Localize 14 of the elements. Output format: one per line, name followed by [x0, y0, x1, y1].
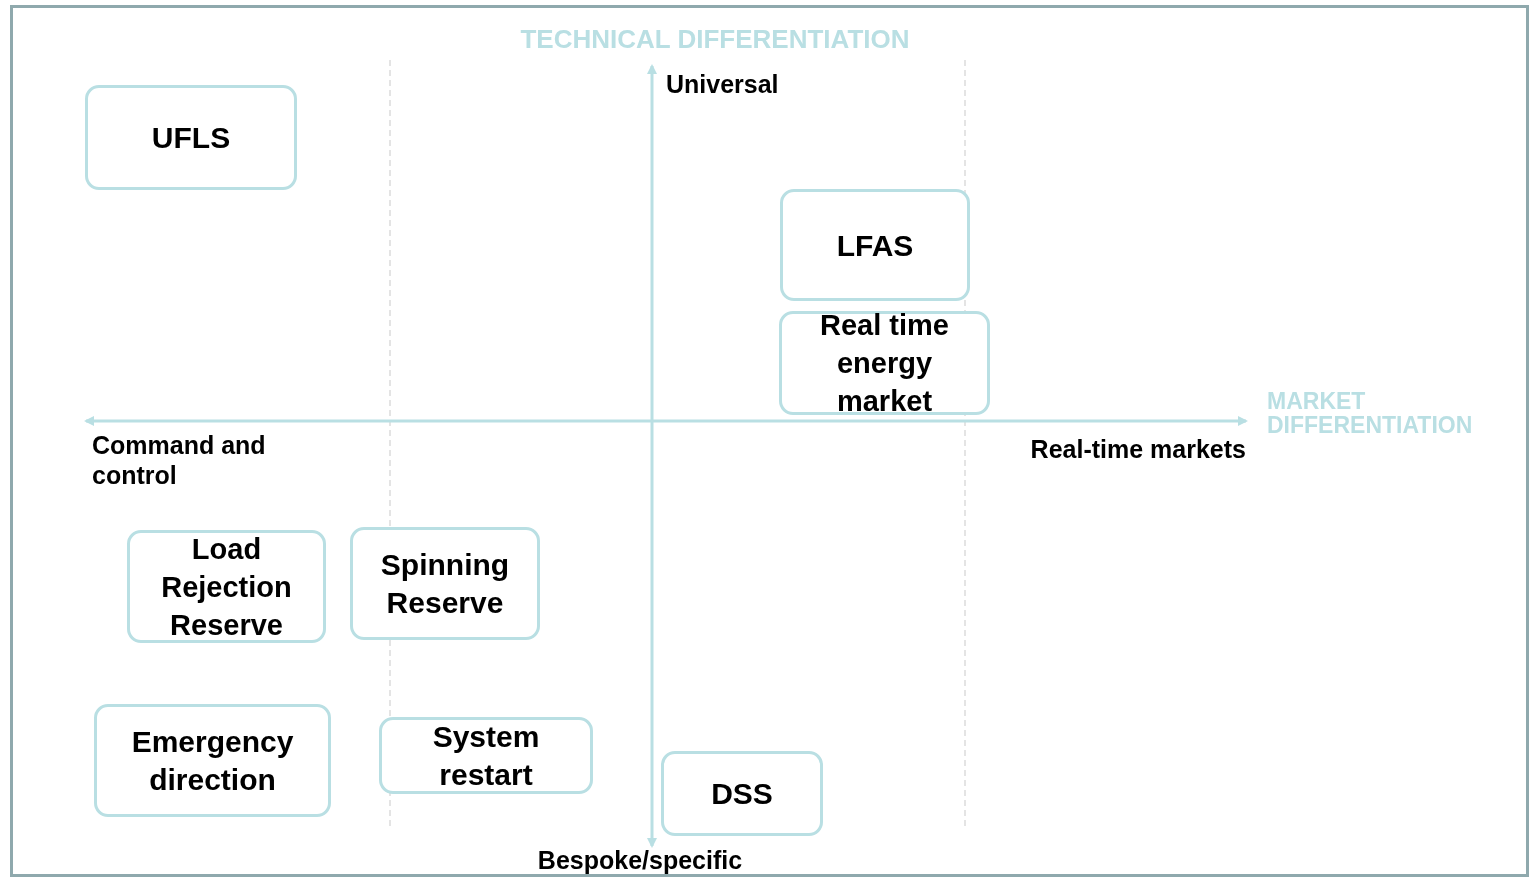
axis-end-label: Bespoke/specific: [536, 845, 744, 876]
service-box: Spinning Reserve: [350, 527, 540, 640]
axis-end-label: Real-time markets: [1029, 434, 1246, 465]
service-box: Real time energy market: [779, 311, 990, 415]
service-box: LFAS: [780, 189, 970, 301]
axis-end-label: Command and control: [92, 430, 267, 490]
service-box: UFLS: [85, 85, 297, 190]
service-box: Load Rejection Reserve: [127, 530, 326, 643]
axis-title: MARKET DIFFERENTIATION: [1267, 389, 1474, 437]
axis-title: TECHNICAL DIFFERENTIATION: [519, 23, 911, 56]
service-box: DSS: [661, 751, 823, 836]
service-box: Emergency direction: [94, 704, 331, 817]
service-box: System restart: [379, 717, 593, 794]
axis-end-label: Universal: [666, 69, 780, 100]
